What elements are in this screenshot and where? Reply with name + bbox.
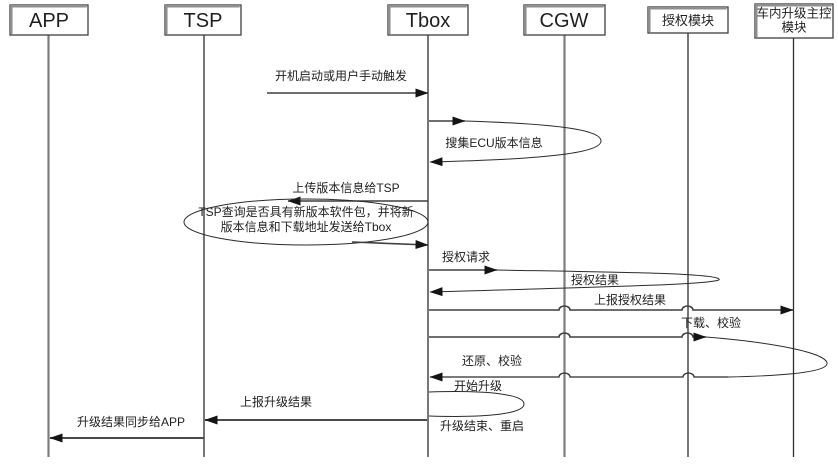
label-collect-ecu: 搜集ECU版本信息: [445, 135, 542, 150]
participant-label-cgw: CGW: [540, 10, 589, 32]
label-upload-version: 上传版本信息给TSP: [292, 180, 399, 195]
label-auth-result: 授权结果: [571, 272, 619, 287]
participant-box-app: [9, 4, 89, 36]
label-tsp-query-line2: 版本信息和下载地址发送给Tbox: [221, 219, 392, 234]
participant-auth-module: 授权模块: [647, 6, 729, 34]
participant-box-iv-master-module: [754, 3, 834, 39]
participant-box-tbox: [387, 4, 469, 36]
participant-cgw: CGW: [523, 4, 606, 36]
loop-collect-ecu: [429, 120, 602, 167]
box-edge-highlight: [165, 5, 240, 34]
label-start-upgrade: 开始升级: [454, 379, 502, 393]
arrow-tsp-query-to-tbox: [351, 240, 429, 250]
participant-label-app: APP: [29, 10, 69, 32]
participant-tbox: Tbox: [387, 4, 469, 36]
label-tsp-query-line1: TSP查询是否具有新版本软件包，并将新: [198, 204, 413, 219]
label-auth-request: 授权请求: [442, 249, 490, 264]
participant-label-iv-master-line2: 模块: [781, 21, 807, 35]
participant-app: APP: [9, 4, 89, 36]
participant-box-tsp: [164, 4, 242, 36]
participant-label-tbox: Tbox: [406, 10, 450, 32]
label-download-verify: 下载、校验: [681, 315, 741, 330]
box-edge-highlight: [755, 4, 832, 37]
participant-box-auth-module: [647, 6, 729, 34]
participant-box-cgw: [523, 4, 606, 36]
label-restore-verify: 还原、校验: [462, 353, 522, 368]
loop-auth-result: [429, 269, 720, 297]
label-report-upgrade: 上报升级结果: [240, 394, 312, 409]
arrow-restore-verify: [429, 372, 728, 382]
box-edge-highlight: [524, 5, 604, 34]
label-report-auth-result: 上报授权结果: [594, 292, 666, 307]
box-edge-highlight: [648, 7, 727, 32]
arrow-report-auth-result: [429, 305, 794, 315]
participant-label-tsp: TSP: [184, 10, 223, 32]
label-upgrade-done-reboot: 升级结束、重启: [440, 419, 524, 433]
arrow-download-verify: [429, 332, 707, 342]
note-ellipse-tsp-query: [183, 198, 429, 246]
participant-label-auth-module: 授权模块: [662, 13, 714, 28]
participant-tsp: TSP: [164, 4, 242, 36]
box-edge-highlight: [388, 5, 467, 34]
participant-iv-master-module: 车内升级主控 模块: [754, 3, 834, 39]
participant-label-iv-master-line1: 车内升级主控: [756, 6, 832, 21]
label-sync-result-app: 升级结果同步给APP: [77, 415, 185, 429]
loop-start-upgrade: [428, 391, 525, 417]
label-boot-trigger: 开机启动或用户手动触发: [275, 68, 407, 83]
loop-iv-master-process: [705, 336, 828, 378]
box-edge-highlight: [10, 5, 87, 34]
